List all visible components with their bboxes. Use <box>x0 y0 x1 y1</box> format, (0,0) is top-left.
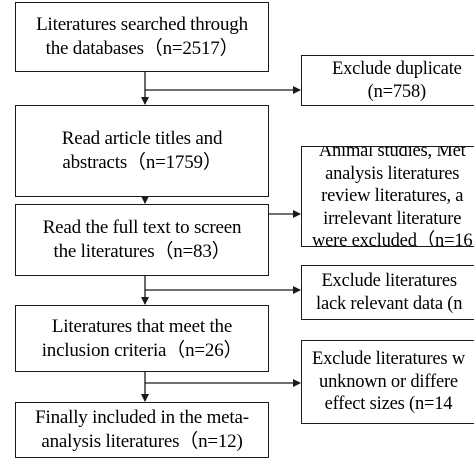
exclusion-effect-size-text: Exclude literatures w unknown or differe… <box>312 349 465 415</box>
step-search-box: Literatures searched through the databas… <box>15 2 269 72</box>
step-full-text-text: Read the full text to screen the literat… <box>42 217 242 262</box>
exclusion-no-data-text: Exclude literatures lack relevant data (… <box>316 271 463 314</box>
step-title-abstract-text: Read article titles and abstracts（n=1759… <box>61 128 223 173</box>
step-full-text-box: Read the full text to screen the literat… <box>15 204 269 276</box>
step-title-abstract-box: Read article titles and abstracts（n=1759… <box>15 105 269 197</box>
step-final-text: Finally included in the meta- analysis l… <box>35 407 249 452</box>
exclusion-duplicates-box: Exclude duplicate (n=758) <box>301 55 474 106</box>
step-final-box: Finally included in the meta- analysis l… <box>15 402 269 458</box>
exclusion-no-data-box: Exclude literatures lack relevant data (… <box>301 265 474 320</box>
exclusion-study-type-text: Animal studies, Met analysis literatures… <box>312 146 473 247</box>
exclusion-effect-size-box: Exclude literatures w unknown or differe… <box>301 340 474 424</box>
step-inclusion-box: Literatures that meet the inclusion crit… <box>15 305 269 372</box>
step-inclusion-text: Literatures that meet the inclusion crit… <box>41 315 243 361</box>
exclusion-study-type-box: Animal studies, Met analysis literatures… <box>301 146 474 247</box>
step-search-text: Literatures searched through the databas… <box>36 14 248 59</box>
exclusion-duplicates-text: Exclude duplicate (n=758) <box>332 59 462 102</box>
